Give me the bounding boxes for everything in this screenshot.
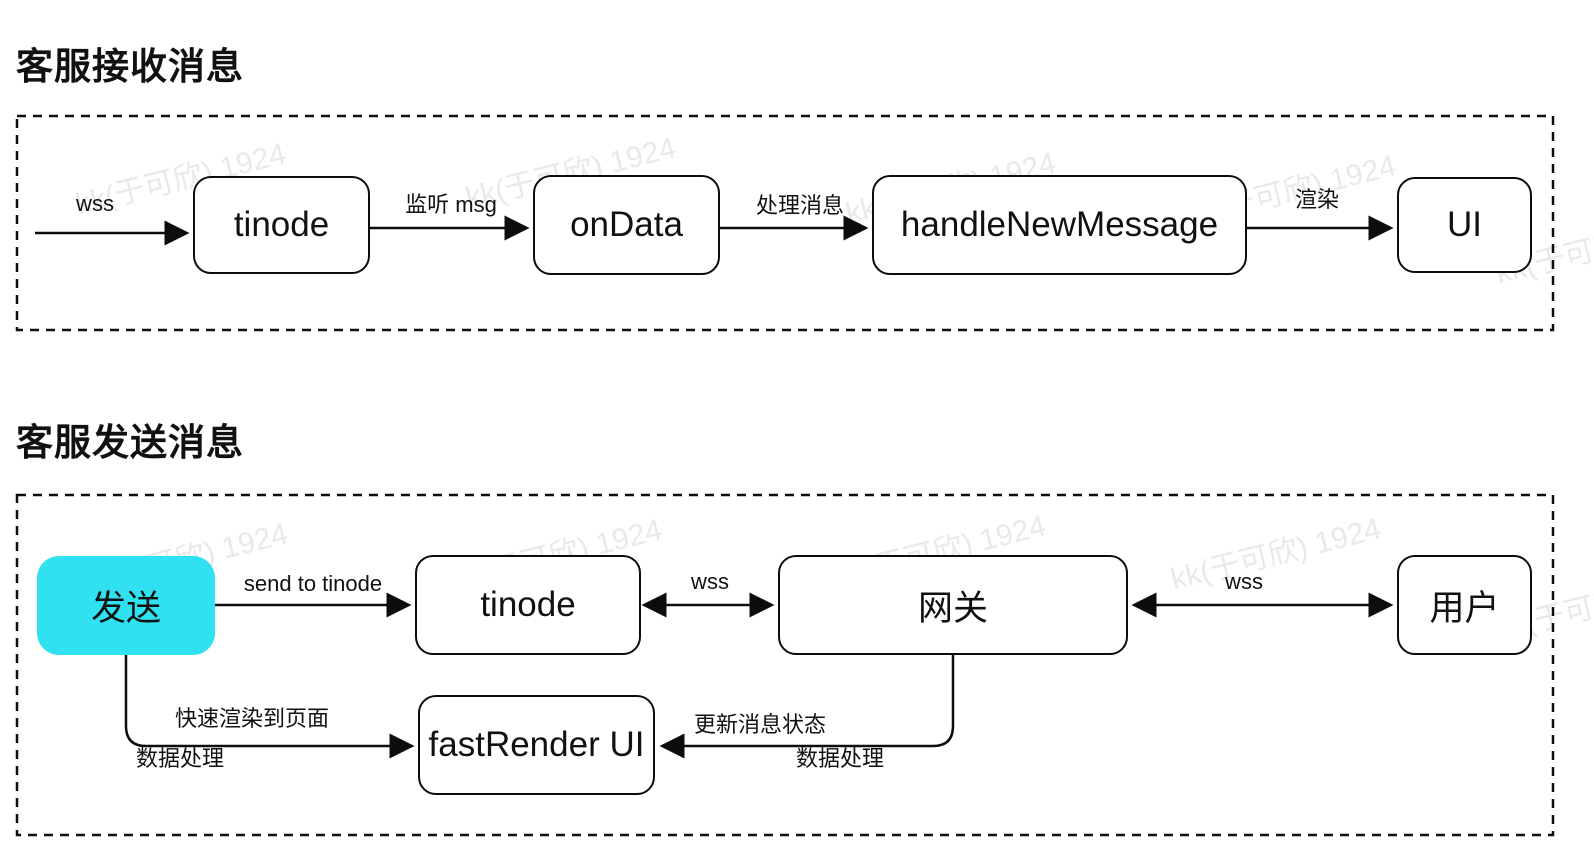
- node-tinode-send: tinode: [415, 555, 641, 655]
- receive-section-border: [15, 114, 1555, 332]
- edge-label-render: 渲染: [1294, 187, 1340, 212]
- node-ui: UI: [1397, 177, 1532, 273]
- send-section-border: [15, 493, 1555, 837]
- node-user: 用户: [1397, 555, 1532, 655]
- edge-sublabel-fast-render: 数据处理: [135, 746, 225, 771]
- edge-label-handle-message: 处理消息: [755, 193, 845, 218]
- node-ondata: onData: [533, 175, 720, 275]
- edge-label-wss-gateway-user: wss: [1225, 569, 1263, 594]
- edge-label-wss-tinode-gateway: wss: [691, 569, 729, 594]
- edge-update-status: [659, 655, 955, 759]
- node-fast-render-ui: fastRender UI: [418, 695, 655, 795]
- node-handle-new-message: handleNewMessage: [872, 175, 1247, 275]
- edge-label-wss-in: wss: [76, 191, 114, 216]
- node-gateway: 网关: [778, 555, 1128, 655]
- edge-label-fast-render: 快速渲染到页面: [174, 706, 330, 731]
- send-section-title: 客服发送消息: [16, 422, 244, 463]
- receive-section-title: 客服接收消息: [16, 46, 244, 87]
- node-tinode-receive: tinode: [193, 176, 370, 274]
- edge-label-send-to-tinode: send to tinode: [243, 571, 383, 596]
- edge-label-update-status: 更新消息状态: [693, 712, 827, 737]
- edge-sublabel-update-status: 数据处理: [795, 746, 885, 771]
- edge-fast-render: [124, 655, 415, 759]
- node-send: 发送: [37, 556, 215, 655]
- edge-label-listen-msg: 监听 msg: [405, 192, 497, 217]
